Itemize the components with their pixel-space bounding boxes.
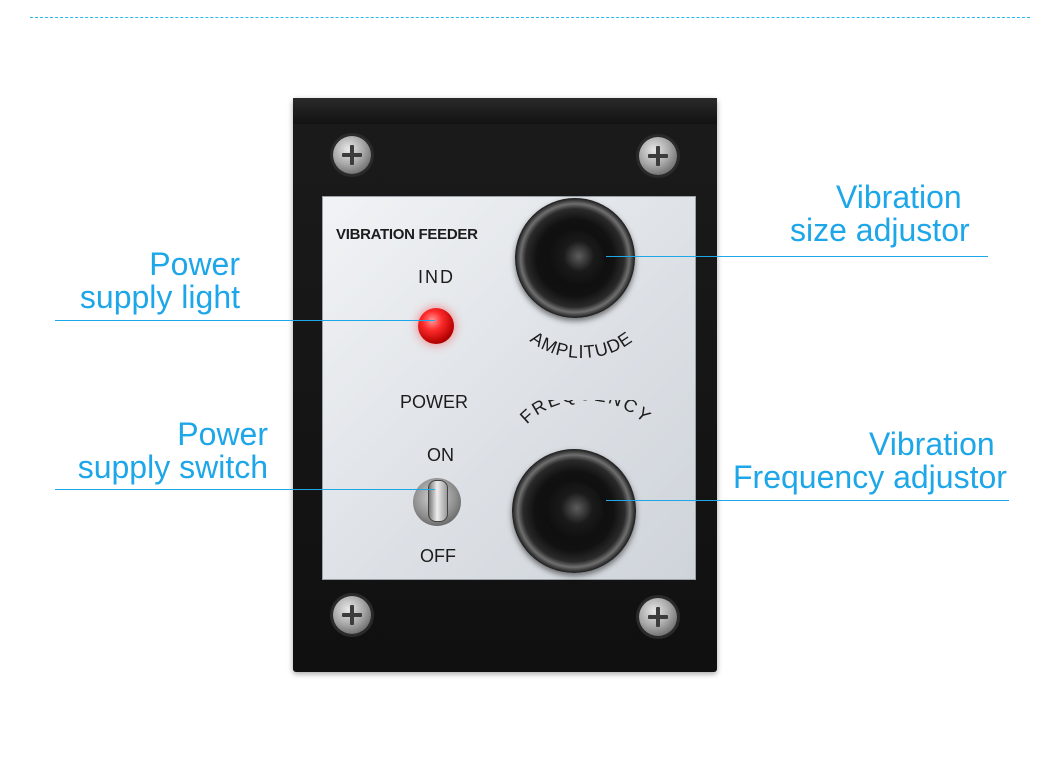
screw-icon [333, 136, 371, 174]
top-dashed-divider [30, 17, 1030, 18]
callout-power-switch: Power supply switch [40, 418, 268, 484]
amplitude-knob-cap[interactable] [548, 231, 604, 287]
pointer-line [606, 256, 988, 257]
frequency-knob-cap[interactable] [545, 482, 603, 540]
off-label: OFF [420, 546, 456, 566]
callout-line-2: supply switch [77, 449, 268, 485]
frequency-arc-label: FREQUENCY [516, 400, 656, 427]
power-indicator-led [418, 308, 454, 344]
screw-icon [639, 598, 677, 636]
amplitude-arc-label: AMPLITUDE [527, 327, 636, 362]
callout-line-1: Vibration [836, 179, 962, 215]
on-label: ON [427, 445, 454, 465]
callout-line-1: Power [149, 246, 240, 282]
screw-icon [333, 596, 371, 634]
pointer-line [606, 500, 1009, 501]
callout-line-1: Vibration [869, 426, 995, 462]
callout-line-1: Power [177, 416, 268, 452]
toggle-lever[interactable] [428, 480, 448, 522]
callout-frequency-adjustor: Vibration Frequency adjustor [733, 428, 1023, 494]
callout-line-2: supply light [79, 279, 240, 315]
callout-line-2: size adjustor [790, 212, 970, 248]
screw-icon [639, 137, 677, 175]
ind-label: IND [418, 267, 455, 287]
panel-title: VIBRATION FEEDER [336, 226, 478, 243]
power-label: POWER [400, 392, 469, 412]
svg-text:FREQUENCY: FREQUENCY [516, 400, 656, 427]
pointer-line [55, 489, 435, 490]
pointer-line [55, 320, 435, 321]
callout-power-light: Power supply light [40, 248, 240, 314]
callout-line-2: Frequency adjustor [733, 459, 1007, 495]
callout-size-adjustor: Vibration size adjustor [790, 181, 1020, 247]
svg-text:AMPLITUDE: AMPLITUDE [527, 327, 636, 362]
control-faceplate [322, 196, 696, 580]
